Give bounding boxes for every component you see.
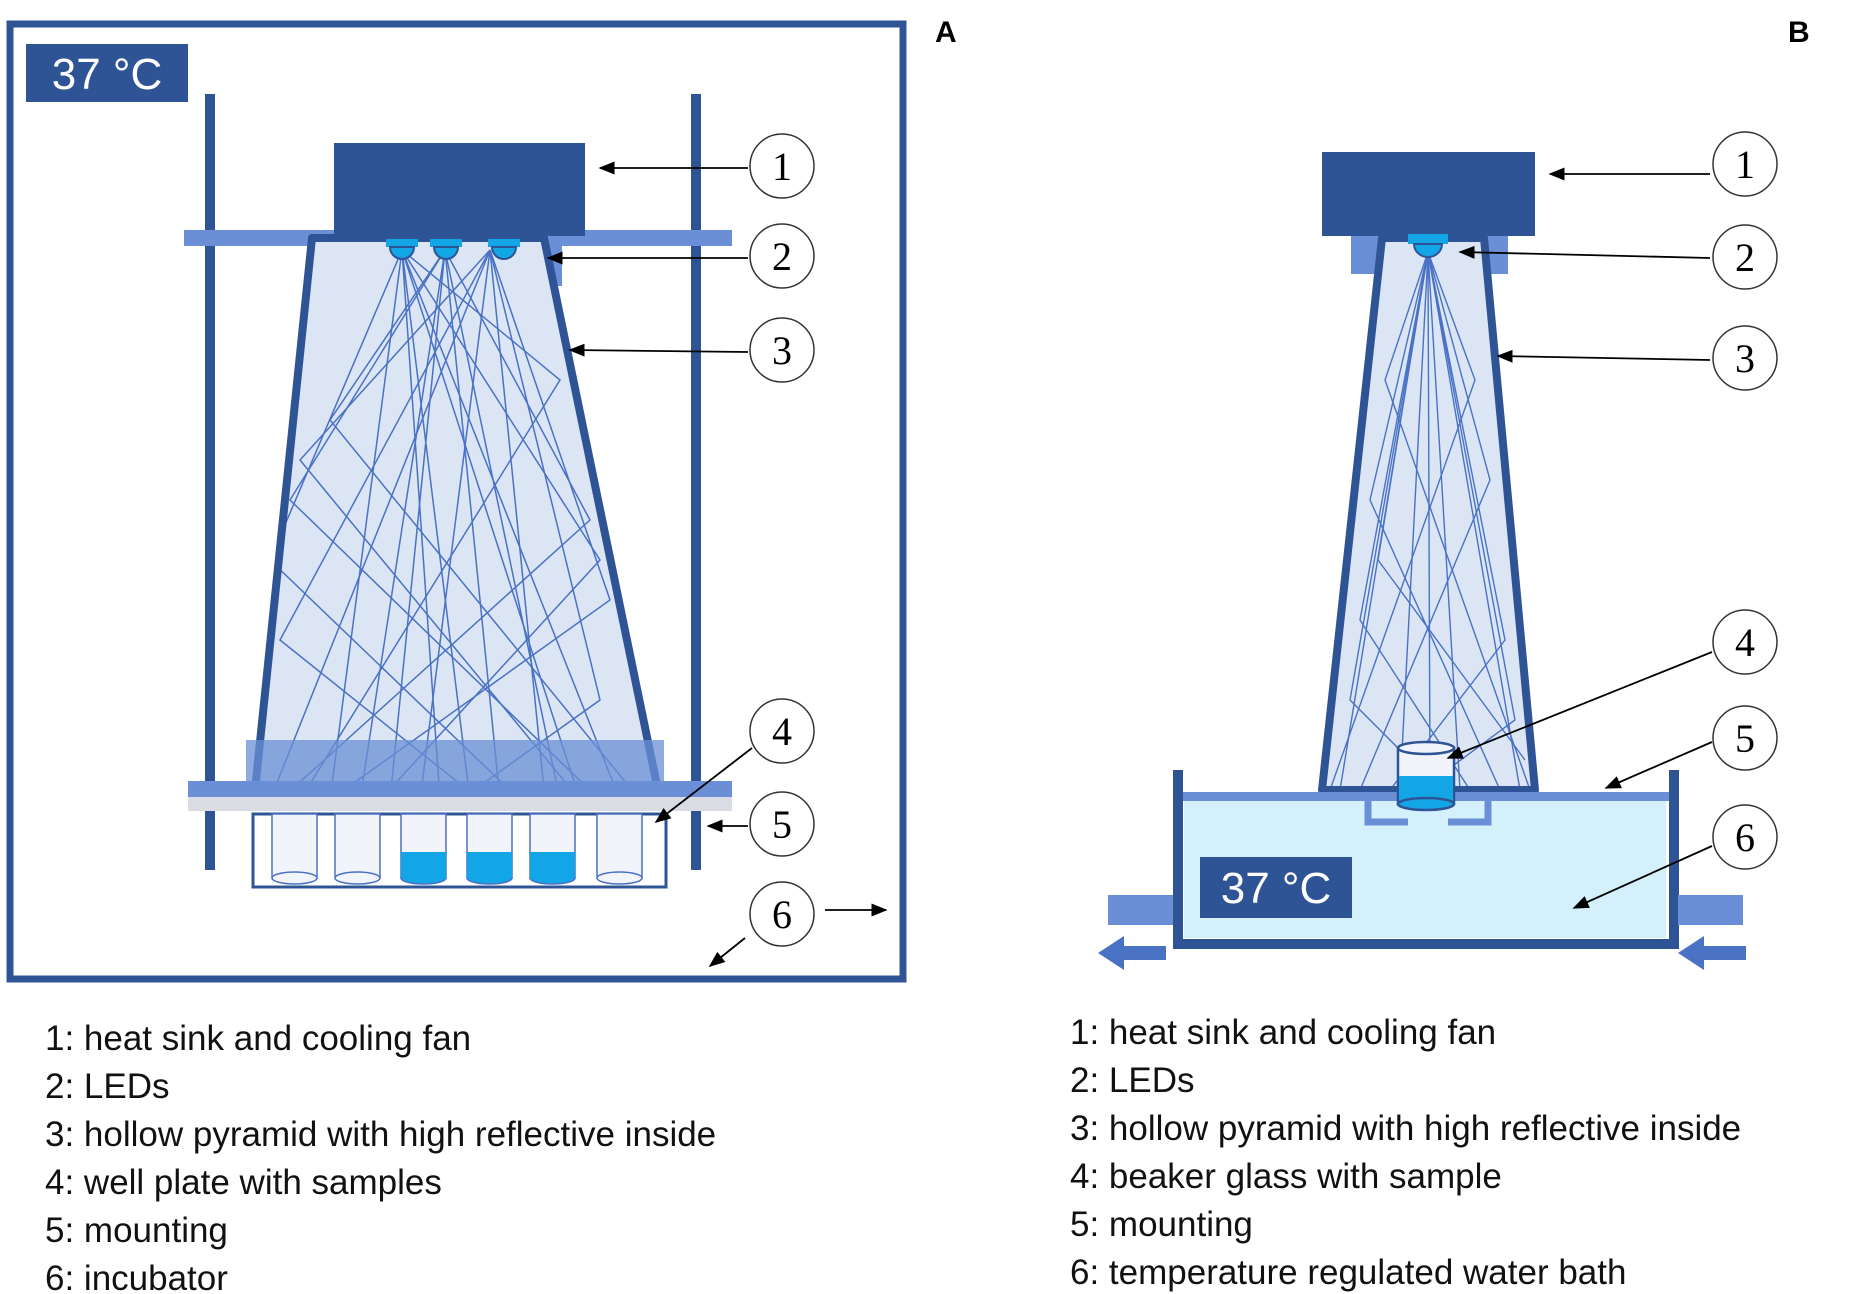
heat-sink-cooling-fan-b	[1322, 152, 1535, 236]
callout-a-3: 3	[772, 328, 792, 373]
callout-b-3: 3	[1735, 336, 1755, 381]
outlet-pipe-left	[1108, 895, 1173, 925]
lower-mounting-plate	[188, 781, 732, 797]
legend-b-item-2: 2: LEDs	[1070, 1061, 1195, 1100]
callout-circles-a	[749, 133, 815, 947]
flow-arrow-left	[1098, 936, 1166, 970]
legend-b-item-3: 3: hollow pyramid with high reflective i…	[1070, 1109, 1741, 1148]
water-bath-temperature-text: 37 °C	[1221, 864, 1332, 913]
legend-b-item-5: 5: mounting	[1070, 1205, 1253, 1244]
incubator-temperature-text: 37 °C	[52, 50, 163, 99]
incubator-temperature-label: 37 °C	[26, 44, 188, 102]
mounting-rod-right	[691, 94, 701, 870]
legend-b-item-6: 6: temperature regulated water bath	[1070, 1253, 1626, 1292]
beaker-holder-right	[1448, 798, 1492, 826]
legend-b-item-1: 1: heat sink and cooling fan	[1070, 1013, 1496, 1052]
legend-b: 1: heat sink and cooling fan 2: LEDs 3: …	[1070, 1013, 1741, 1292]
legend-a-item-2: 2: LEDs	[45, 1067, 170, 1106]
legend-a-item-6: 6: incubator	[45, 1259, 228, 1294]
callout-arrows-b	[1446, 167, 1713, 909]
panel-b-letter: B	[1788, 16, 1810, 49]
panel-a: A 37 °C	[6, 16, 957, 1294]
mounting-shadow	[188, 797, 732, 811]
callout-circles-b	[1712, 131, 1778, 870]
water-bath-temperature-label: 37 °C	[1200, 857, 1352, 918]
callout-b-5: 5	[1735, 716, 1755, 761]
beaker-holder-left	[1364, 798, 1408, 826]
panel-b: B	[1070, 16, 1810, 1292]
callout-a-5: 5	[772, 802, 792, 847]
mounting-rod-left	[205, 94, 215, 870]
well-plate	[251, 812, 668, 889]
leds	[386, 239, 520, 260]
callout-b-2: 2	[1735, 235, 1755, 280]
callout-a-1: 1	[772, 144, 792, 189]
legend-b-item-4: 4: beaker glass with sample	[1070, 1157, 1502, 1196]
legend-a-item-3: 3: hollow pyramid with high reflective i…	[45, 1115, 716, 1154]
water-bath-vessel	[1173, 770, 1679, 949]
callout-a-6: 6	[772, 892, 792, 937]
incubator-outline	[6, 20, 907, 983]
inlet-pipe-right	[1678, 895, 1743, 925]
legend-a: 1: heat sink and cooling fan 2: LEDs 3: …	[45, 1019, 716, 1294]
flow-arrow-right	[1678, 936, 1746, 970]
callout-a-2: 2	[772, 234, 792, 279]
callout-b-6: 6	[1735, 815, 1755, 860]
heat-sink-cooling-fan	[334, 143, 585, 236]
pyramid-outline-b	[1318, 234, 1539, 794]
callout-b-1: 1	[1735, 142, 1755, 187]
legend-a-item-4: 4: well plate with samples	[45, 1163, 442, 1202]
beaker-glass	[1396, 740, 1456, 812]
callout-b-4: 4	[1735, 620, 1755, 665]
callout-arrows-a	[546, 161, 888, 968]
legend-a-item-5: 5: mounting	[45, 1211, 228, 1250]
led-b	[1408, 234, 1448, 258]
callout-a-4: 4	[772, 709, 792, 754]
legend-a-item-1: 1: heat sink and cooling fan	[45, 1019, 471, 1058]
panel-a-letter: A	[935, 16, 957, 49]
